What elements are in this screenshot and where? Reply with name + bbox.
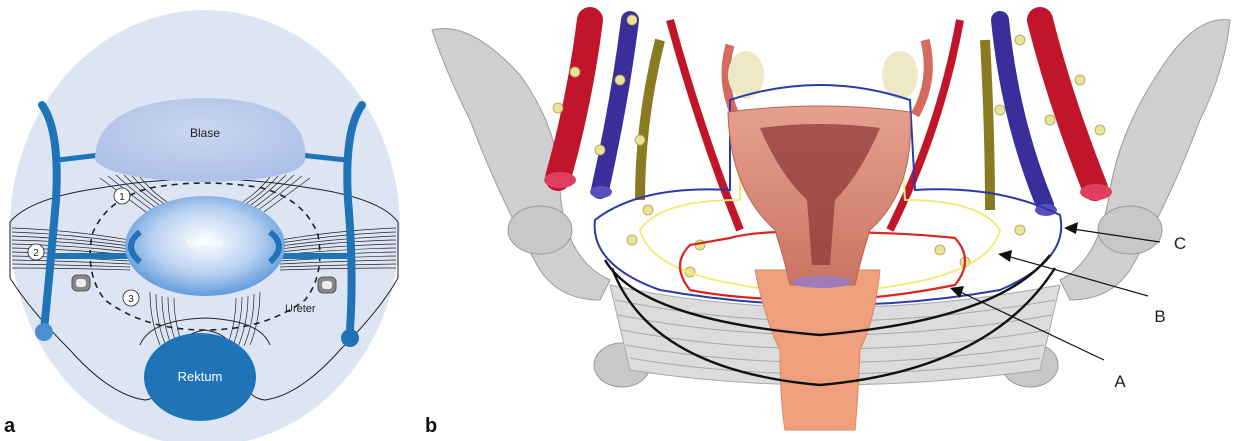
- cervix: [792, 276, 852, 288]
- ligament-marker-2: 2: [28, 244, 44, 260]
- svg-text:1: 1: [119, 192, 125, 203]
- panel-b: C B A b: [425, 15, 1230, 437]
- panel-a: Blase Uterus Ureter 1 2 3 R: [4, 10, 400, 441]
- uterus-label: Uterus: [187, 235, 222, 249]
- ureter-right-end: [341, 329, 359, 347]
- ligament-marker-1: 1: [114, 188, 130, 204]
- iliac-vessels-right: [890, 20, 1095, 230]
- sciatic-spine-right: [1098, 206, 1162, 254]
- ureter-label: Ureter: [285, 303, 316, 315]
- sciatic-spine-left: [508, 206, 572, 254]
- panel-a-letter: a: [4, 415, 16, 437]
- ureter-left-end: [35, 323, 53, 341]
- svg-text:3: 3: [128, 294, 134, 305]
- svg-text:C: C: [1174, 234, 1186, 253]
- iliac-artery-stump-left: [544, 172, 576, 188]
- ovary-right: [882, 51, 918, 99]
- panel-b-letter: b: [425, 415, 437, 437]
- bladder-label: Blase: [190, 126, 220, 140]
- ligament-marker-3: 3: [123, 290, 139, 306]
- iliac-artery-stump-right: [1080, 184, 1112, 200]
- rectum-label: Rektum: [178, 369, 223, 384]
- svg-text:B: B: [1154, 307, 1165, 326]
- iliac-vein-stump-left: [590, 186, 612, 198]
- ureter-crosssection-left: [72, 275, 90, 291]
- svg-text:A: A: [1114, 372, 1126, 391]
- ureter-crosssection-right: [318, 277, 336, 293]
- svg-text:2: 2: [33, 248, 39, 259]
- iliac-vessels-left: [558, 20, 740, 230]
